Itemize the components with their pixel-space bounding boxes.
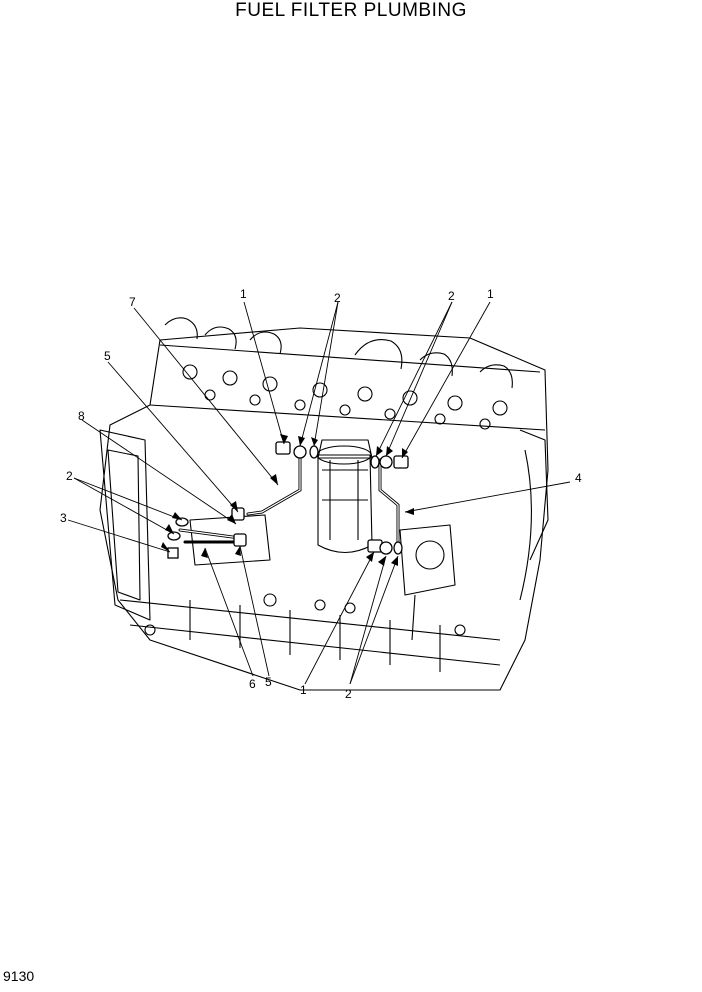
callout-1-bottom: 1 — [300, 683, 307, 697]
callout-8: 8 — [78, 409, 85, 423]
callout-4: 4 — [575, 471, 582, 485]
callout-5-lower: 5 — [265, 675, 272, 689]
callout-7: 7 — [129, 295, 136, 309]
page-title: FUEL FILTER PLUMBING — [235, 0, 467, 21]
callout-2-top-center: 2 — [334, 291, 341, 305]
fuel-lines-inner — [179, 451, 399, 546]
callout-1-top-right: 1 — [487, 287, 494, 301]
callout-1-top-left: 1 — [240, 287, 247, 301]
callout-2-top-right: 2 — [448, 289, 455, 303]
callout-6: 6 — [249, 677, 256, 691]
callout-2-bottom: 2 — [345, 687, 352, 701]
engine-block-illustration — [99, 317, 549, 691]
leader-arrowheads — [161, 434, 414, 566]
callout-2-left: 2 — [66, 469, 73, 483]
callout-3: 3 — [60, 511, 67, 525]
leader-lines — [67, 301, 571, 685]
fuel-lines — [178, 450, 400, 547]
callout-5-upper: 5 — [104, 349, 111, 363]
page-number: 9130 — [3, 968, 35, 984]
